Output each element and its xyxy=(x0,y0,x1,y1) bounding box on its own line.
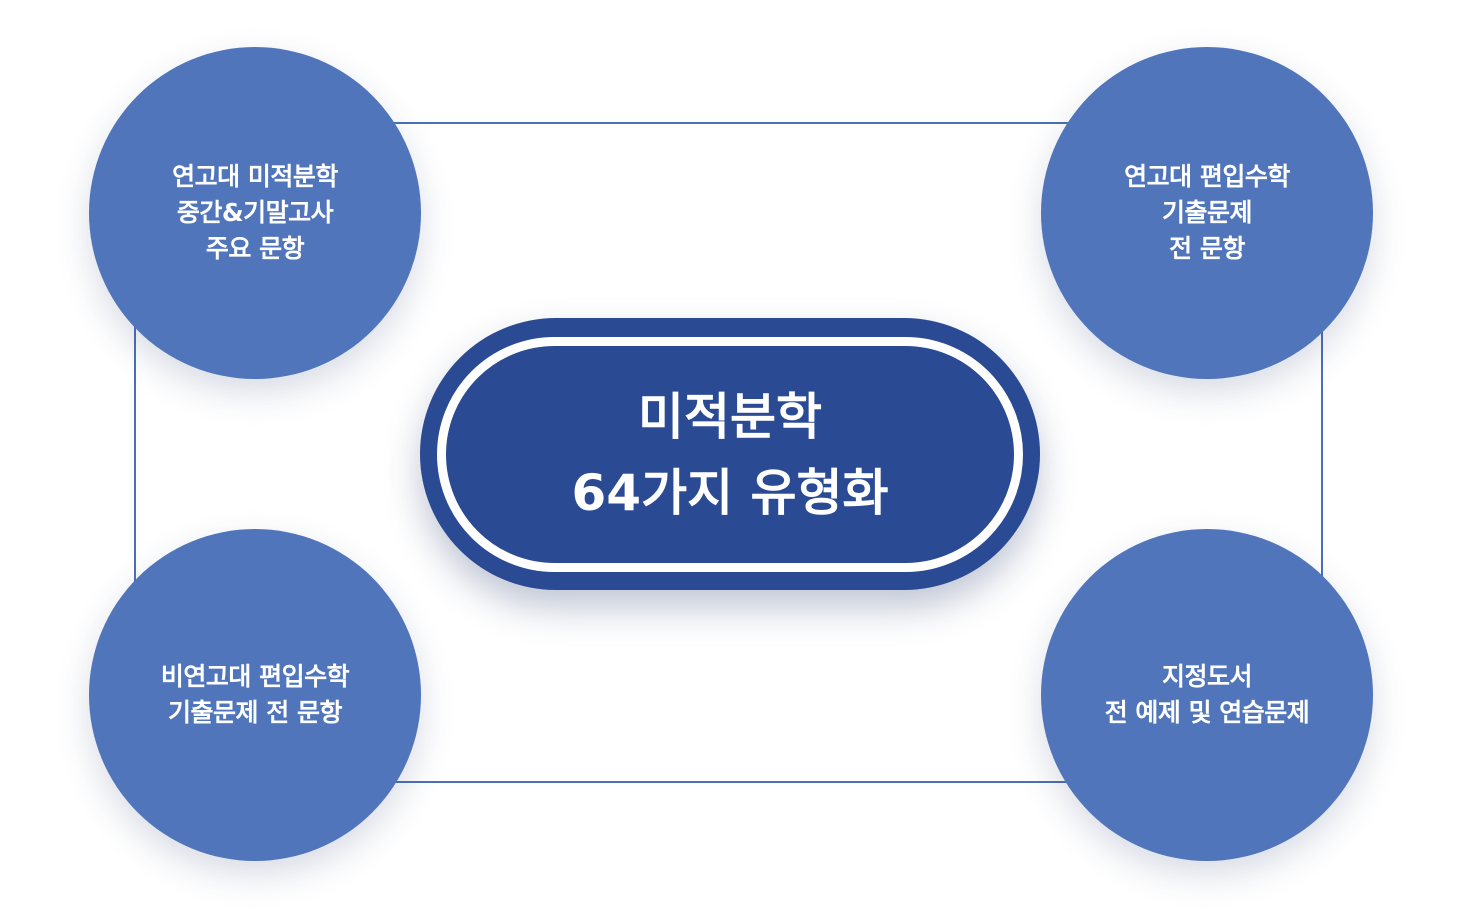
center-badge-label: 미적분학 64가지 유형화 xyxy=(437,337,1023,572)
node-top-left-line-1: 연고대 미적분학 xyxy=(172,162,338,191)
connector-frame xyxy=(134,122,1323,783)
center-subtitle: 64가지 유형화 xyxy=(571,463,889,522)
node-top-left: 연고대 미적분학 중간&기말고사 주요 문항 xyxy=(89,47,421,379)
node-bottom-right-line-1: 지정도서 xyxy=(1161,662,1253,691)
node-bottom-right-line-2: 전 예제 및 연습문제 xyxy=(1104,698,1310,727)
node-bottom-right: 지정도서 전 예제 및 연습문제 xyxy=(1041,529,1373,861)
center-badge-ring xyxy=(437,337,1023,572)
node-top-right: 연고대 편입수학 기출문제 전 문항 xyxy=(1041,47,1373,379)
node-top-left-line-2: 중간&기말고사 xyxy=(176,198,334,227)
node-top-right-line-3: 전 문항 xyxy=(1169,234,1245,263)
node-top-left-line-3: 주요 문항 xyxy=(205,234,305,263)
node-top-right-line-1: 연고대 편입수학 xyxy=(1124,162,1290,191)
node-top-right-line-2: 기출문제 xyxy=(1161,198,1253,227)
center-title: 미적분학 xyxy=(638,387,822,446)
node-bottom-left: 비연고대 편입수학 기출문제 전 문항 xyxy=(89,529,421,861)
node-bottom-left-line-1: 비연고대 편입수학 xyxy=(160,662,350,691)
node-bottom-left-line-2: 기출문제 전 문항 xyxy=(168,698,342,727)
